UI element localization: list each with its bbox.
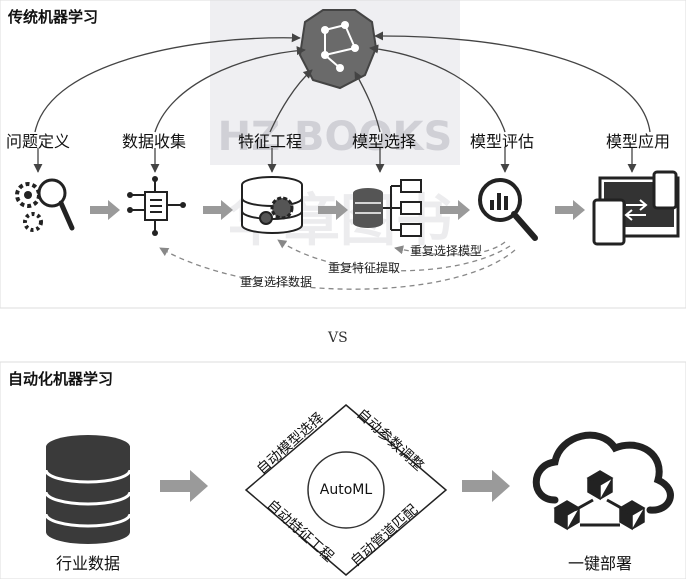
automl-title: 自动化机器学习 bbox=[8, 370, 114, 388]
flow-arrows-top bbox=[90, 200, 585, 220]
loop-label-feature: 重复特征提取 bbox=[328, 261, 401, 275]
chart-magnifier-icon bbox=[478, 178, 538, 241]
data-collection-icon bbox=[127, 176, 186, 236]
industry-data-label: 行业数据 bbox=[56, 554, 121, 573]
one-click-deploy-label: 一键部署 bbox=[568, 554, 633, 573]
automl-center-label: AutoML bbox=[320, 482, 373, 498]
loop-label-model: 重复选择模型 bbox=[410, 244, 483, 258]
step-model-application: 模型应用 bbox=[606, 132, 671, 151]
flow-arrows-bottom bbox=[160, 470, 510, 502]
step-data-collection: 数据收集 bbox=[122, 132, 187, 151]
step-problem-definition: 问题定义 bbox=[6, 132, 71, 151]
traditional-ml-title: 传统机器学习 bbox=[8, 8, 99, 26]
loop-label-data: 重复选择数据 bbox=[240, 275, 313, 289]
gear-magnifier-icon bbox=[15, 178, 75, 232]
brain-icon bbox=[298, 9, 378, 90]
automl-diamond bbox=[244, 404, 448, 576]
brain-arrows bbox=[34, 31, 651, 133]
step-feature-engineering: 特征工程 bbox=[238, 132, 303, 151]
vs-label: VS bbox=[328, 330, 348, 346]
industry-database-icon bbox=[44, 435, 132, 544]
svg-text:HZ BOOKS: HZ BOOKS bbox=[218, 114, 453, 160]
loop-arrows bbox=[159, 239, 516, 290]
step-model-selection: 模型选择 bbox=[352, 132, 417, 151]
database-gear-icon bbox=[241, 176, 303, 234]
model-selection-icon bbox=[353, 179, 422, 237]
cloud-network-icon bbox=[532, 431, 674, 531]
label-to-icon-arrows bbox=[33, 148, 637, 173]
devices-icon bbox=[592, 170, 680, 246]
step-model-evaluation: 模型评估 bbox=[470, 132, 535, 151]
